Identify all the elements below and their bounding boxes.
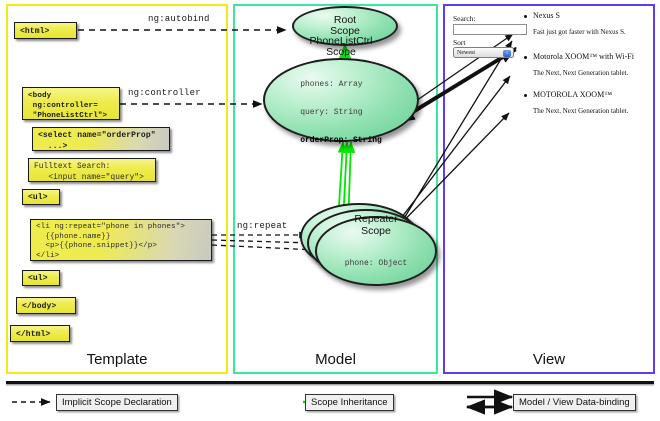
code-li-ng-repeat: <li ng:repeat="phone in phones"> {{phone… — [30, 219, 212, 261]
repeater-scope-title-line1: Repeater — [354, 213, 398, 226]
code-html-open: <html> — [14, 22, 77, 39]
phone-name: MOTOROLA XOOM™ — [533, 90, 613, 99]
legend-divider — [6, 381, 654, 384]
code-select-orderprop: <select name="orderProp" ...> — [32, 127, 170, 151]
list-bullet — [524, 56, 527, 59]
code-ul-close: <ul> — [22, 270, 60, 286]
phonelistctrl-prop-query: query: String — [300, 107, 363, 117]
template-panel-label: Template — [86, 351, 148, 368]
root-scope-ellipse: Root Scope — [292, 6, 398, 46]
phonelistctrl-scope-title-line2: Scope — [326, 46, 356, 59]
repeater-scope-ellipse: Repeater Scope phone: Object — [315, 213, 437, 286]
phone-name: Motorola XOOM™ with Wi-Fi — [533, 52, 634, 61]
phonelistctrl-scope-title-line1: PhoneListCtrl — [309, 34, 373, 47]
search-label: Search: — [453, 14, 476, 23]
phone-snippet: Fast just got faster with Nexus S. — [533, 28, 626, 36]
repeat-connector — [211, 231, 318, 254]
root-scope-title-line1: Root — [333, 13, 357, 26]
code-body-open: <body ng:controller= "PhoneListCtrl"> — [22, 87, 120, 120]
code-body-close: </body> — [16, 297, 76, 314]
phone-snippet: The Next, Next Generation tablet. — [533, 107, 629, 115]
chevron-updown-icon: ↕ — [503, 49, 511, 57]
code-fulltext-search: Fulltext Search: <input name="query"> — [28, 158, 156, 182]
root-scope-title-line2: Scope — [330, 25, 360, 37]
legend-scope-inheritance: Scope Inheritance — [305, 394, 394, 411]
phone-snippet: The Next, Next Generation tablet. — [533, 69, 629, 77]
repeater-scope-title-line2: Scope — [361, 224, 391, 237]
list-bullet — [524, 94, 527, 97]
search-input[interactable] — [453, 24, 527, 35]
phonelistctrl-scope-ellipse: PhoneListCtrl Scope phones: Array query:… — [263, 35, 419, 146]
code-ul-open: <ul> — [22, 189, 60, 205]
phonelistctrl-prop-orderprop: orderProp: String — [300, 136, 382, 146]
list-bullet — [524, 15, 527, 18]
view-panel-label: View — [532, 351, 566, 368]
view-panel: View — [443, 4, 655, 374]
code-html-close: </html> — [10, 325, 70, 342]
repeater-prop-phone: phone: Object — [344, 259, 408, 269]
phone-name: Nexus S — [533, 11, 560, 20]
legend-model-view-databinding: Model / View Data-binding — [513, 394, 636, 411]
label-ng-autobind: ng:autobind — [148, 14, 210, 24]
phonelistctrl-prop-phones: phones: Array — [300, 79, 363, 89]
label-ng-repeat: ng:repeat — [237, 221, 288, 231]
legend-implicit-scope-declaration: Implicit Scope Declaration — [56, 394, 178, 411]
sort-by-select[interactable]: Newest ↕ — [453, 47, 514, 58]
label-ng-controller: ng:controller — [128, 88, 201, 98]
model-panel-label: Model — [315, 351, 356, 368]
sort-by-selected-value: Newest — [457, 50, 475, 56]
databinding-arrows — [384, 33, 517, 241]
